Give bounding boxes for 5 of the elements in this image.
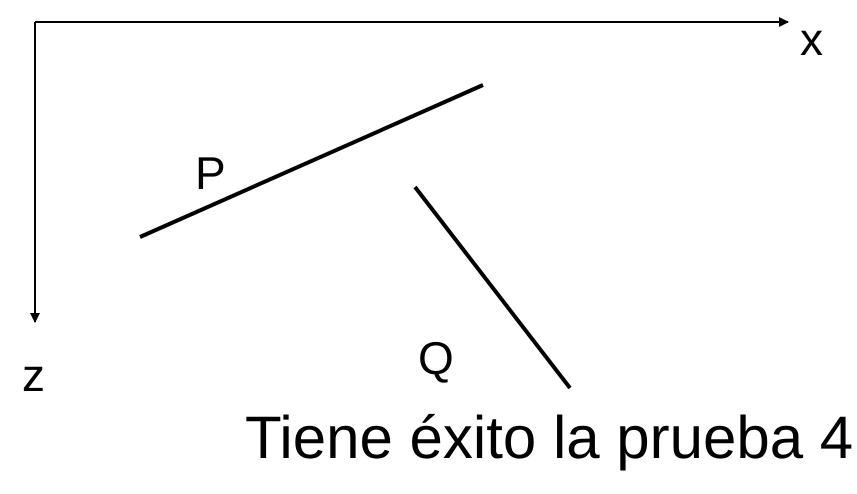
line-label: Q xyxy=(418,335,454,381)
axis-label: x xyxy=(800,16,823,62)
axis-label: z xyxy=(22,352,45,398)
caption: Tiene éxito la prueba 4 xyxy=(245,408,854,468)
line-label: P xyxy=(195,150,226,196)
